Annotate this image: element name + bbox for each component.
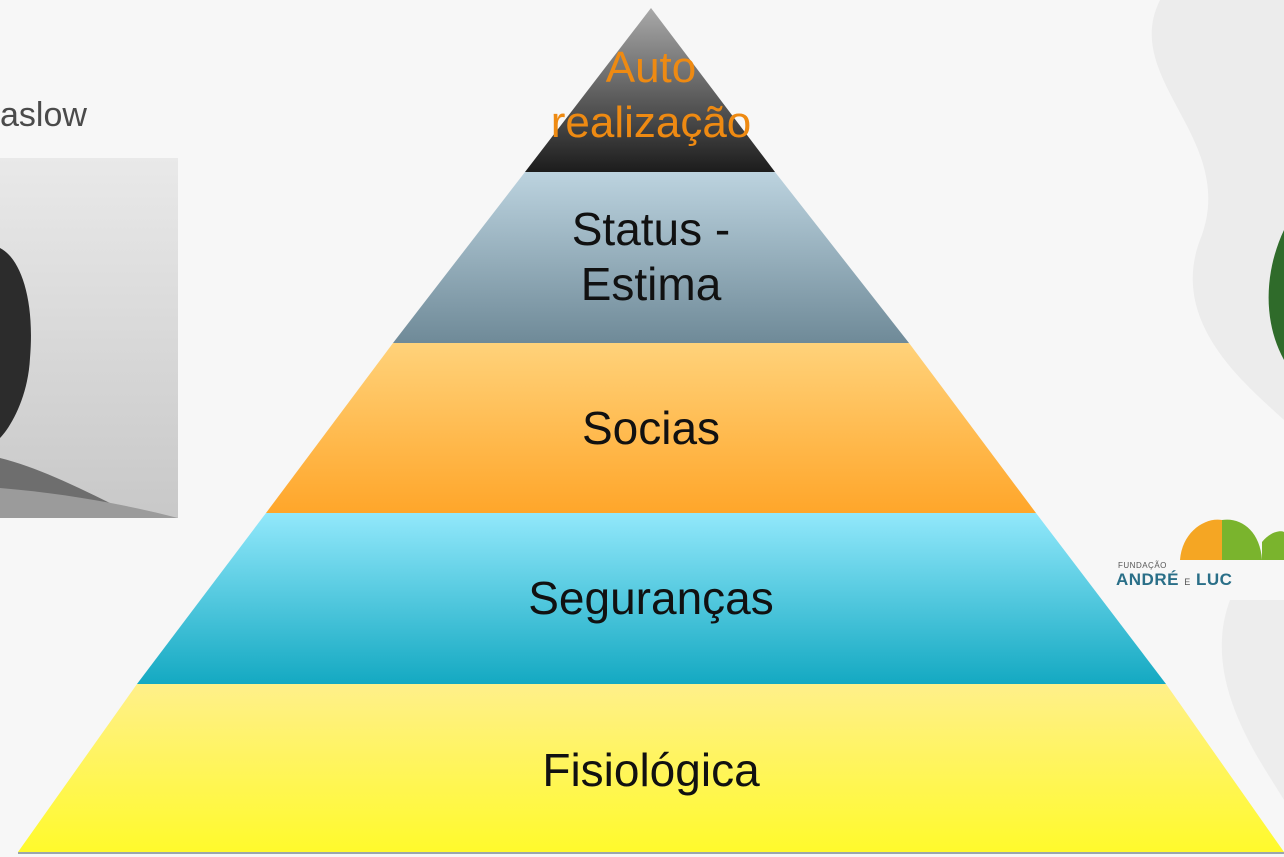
portrait-photo bbox=[0, 158, 178, 518]
logo-name-right: LUC bbox=[1195, 570, 1233, 589]
segurancas-label: Seguranças bbox=[528, 572, 774, 624]
fisiologica-label: Fisiológica bbox=[542, 744, 760, 796]
apex-label-line-1: Auto bbox=[606, 43, 697, 92]
logo-name-left: ANDRÉ bbox=[1116, 570, 1179, 589]
status-label-line-2: Estima bbox=[581, 258, 722, 310]
logo-name-joiner: E bbox=[1184, 577, 1191, 587]
pyramid-level-socias bbox=[266, 343, 1036, 513]
pyramid-level-segurancas bbox=[137, 513, 1166, 684]
apex-label-line-2: realização bbox=[551, 98, 752, 147]
slide-title-fragment: aslow bbox=[0, 96, 87, 134]
logo-small-text: FUNDAÇÃO bbox=[1118, 561, 1167, 570]
logo-mark-icon bbox=[1180, 519, 1284, 560]
logo-name: ANDRÉ E LUC bbox=[1116, 570, 1232, 590]
pyramid-level-apex bbox=[525, 8, 775, 172]
status-label-line-1: Status - bbox=[572, 203, 731, 255]
fundacao-logo: FUNDAÇÃO ANDRÉ E LUC bbox=[1110, 512, 1284, 602]
socias-label: Socias bbox=[582, 402, 720, 454]
pyramid-level-status bbox=[393, 172, 909, 343]
pyramid-level-fisiologica bbox=[18, 684, 1284, 852]
